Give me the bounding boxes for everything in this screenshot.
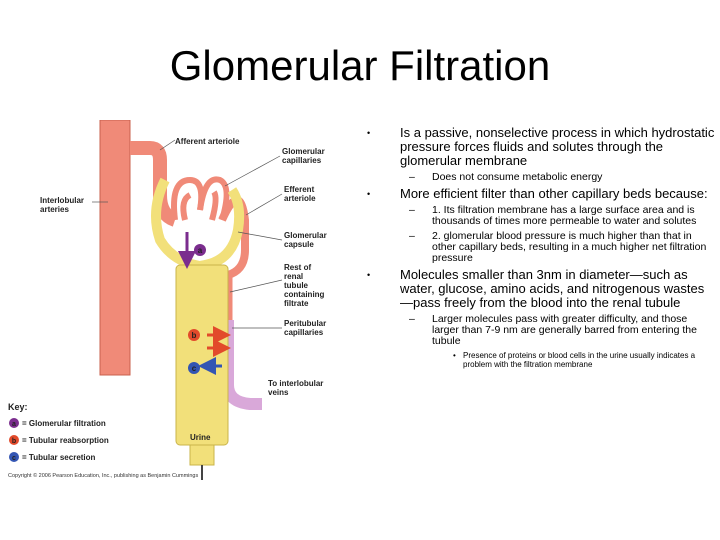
- key-title: Key:: [8, 402, 28, 412]
- label-efferent-2: arteriole: [284, 194, 316, 203]
- label-veins-2: veins: [268, 388, 289, 397]
- label-rest-3: tubule: [284, 281, 309, 290]
- bullet-1-sub-1: –Does not consume metabolic energy: [409, 171, 603, 183]
- interlobular-artery: [99, 120, 131, 376]
- nephron-diagram: a b c Afferent arteriole Glomerular capi…: [8, 120, 327, 480]
- marker-a-letter: a: [198, 246, 203, 255]
- label-efferent-1: Efferent: [284, 185, 315, 194]
- afferent-arteriole: [130, 141, 178, 227]
- peritubular-vein: [222, 320, 262, 410]
- label-glom-cap-2: capillaries: [282, 156, 322, 165]
- renal-tubule: [175, 264, 229, 446]
- marker-b: [188, 329, 200, 341]
- key-text-b: = Tubular reabsorption: [22, 436, 109, 445]
- copyright: Copyright © 2006 Pearson Education, Inc.…: [8, 472, 198, 479]
- bullet-3-sub-1: –Larger molecules pass with greater diff…: [409, 313, 697, 347]
- bullet-3: •Molecules smaller than 3nm in diameter—…: [367, 267, 705, 310]
- label-rest-5: filtrate: [284, 299, 309, 308]
- key-text-c: = Tubular secretion: [22, 453, 96, 462]
- label-interlobular-1: Interlobular: [40, 196, 84, 205]
- label-rest-4: containing: [284, 290, 325, 299]
- slide-title: Glomerular Filtration: [169, 42, 551, 89]
- label-rest-2: renal: [284, 272, 303, 281]
- svg-text:c: c: [12, 455, 16, 462]
- label-urine: Urine: [190, 433, 211, 442]
- label-peri-2: capillaries: [284, 328, 324, 337]
- label-veins-1: To interlobular: [268, 379, 323, 388]
- marker-b-letter: b: [192, 331, 197, 340]
- label-peri-1: Peritubular: [284, 319, 326, 328]
- label-capsule-1: Glomerular: [284, 231, 327, 240]
- key-item-c: c = Tubular secretion: [9, 452, 96, 462]
- reabsorption-arrows: [207, 326, 231, 357]
- bullet-2: •More efficient filter than other capill…: [367, 186, 708, 201]
- bullet-1: •Is a passive, nonselective process in w…: [367, 125, 715, 168]
- svg-text:a: a: [12, 421, 16, 428]
- label-capsule-2: capsule: [284, 240, 314, 249]
- bullet-2-sub-2: –2. glomerular blood pressure is much hi…: [409, 230, 707, 264]
- bullet-3-sub-1-sub-1: •Presence of proteins or blood cells in …: [453, 351, 696, 369]
- bullet-list: •Is a passive, nonselective process in w…: [365, 126, 715, 371]
- label-interlobular-2: arteries: [40, 205, 69, 214]
- key-item-b: b = Tubular reabsorption: [9, 435, 109, 445]
- label-afferent: Afferent arteriole: [175, 137, 240, 146]
- label-glom-cap-1: Glomerular: [282, 147, 325, 156]
- efferent-arteriole: [218, 196, 249, 279]
- svg-text:b: b: [12, 438, 16, 445]
- marker-c-letter: c: [192, 364, 197, 373]
- glomerulus: [171, 176, 230, 221]
- marker-c: [188, 362, 200, 374]
- key-text-a: = Glomerular filtration: [22, 419, 106, 428]
- marker-a: [194, 244, 206, 256]
- label-rest-1: Rest of: [284, 263, 311, 272]
- key-item-a: a = Glomerular filtration: [9, 418, 106, 428]
- bullet-2-sub-1: –1. Its filtration membrane has a large …: [409, 204, 697, 227]
